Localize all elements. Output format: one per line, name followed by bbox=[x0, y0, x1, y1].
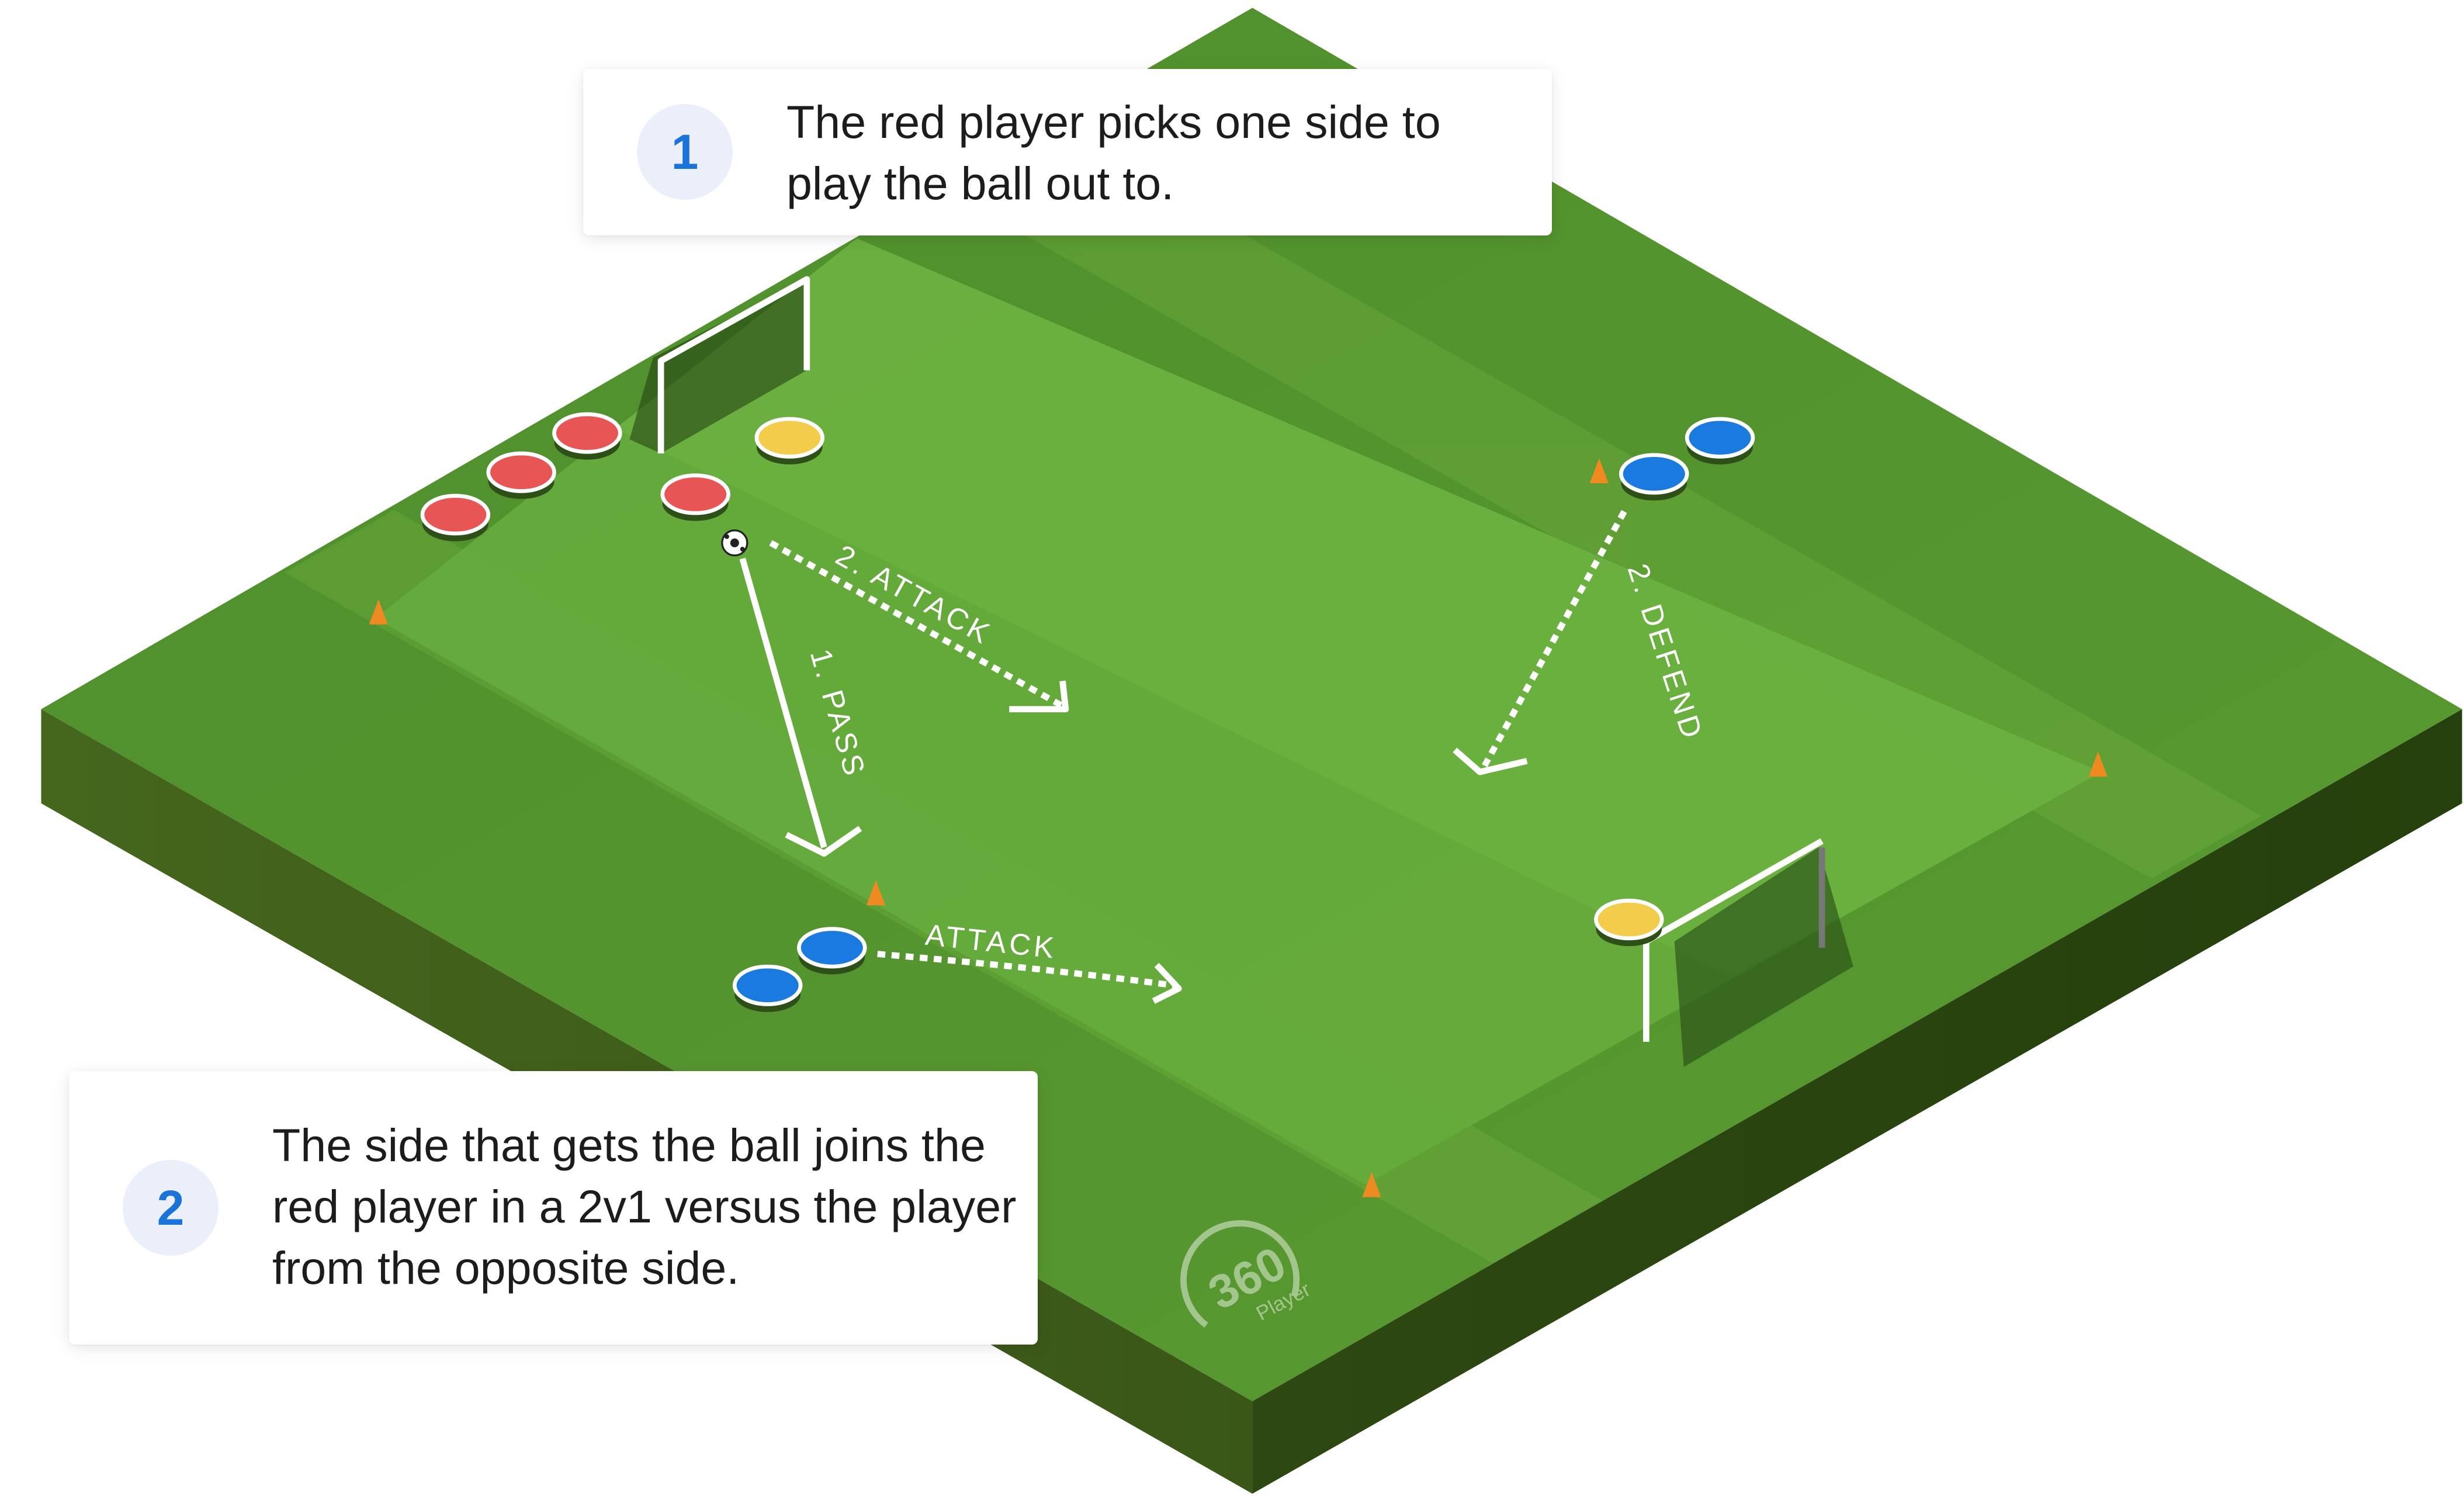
cone-icon bbox=[2088, 751, 2108, 777]
goal-top bbox=[629, 276, 810, 454]
player-yellow bbox=[1594, 898, 1664, 947]
player-blue bbox=[1619, 453, 1689, 501]
cone-icon bbox=[1362, 1172, 1381, 1197]
player-blue bbox=[797, 927, 867, 975]
callout-text-2: The side that gets the ball joins the re… bbox=[272, 1119, 1017, 1294]
callout-card-1: 1 The red player picks one side to play … bbox=[583, 69, 1552, 235]
players bbox=[420, 412, 1755, 1012]
player-red bbox=[486, 451, 556, 499]
cone-icon bbox=[369, 599, 388, 625]
cones bbox=[369, 458, 2108, 1197]
player-red bbox=[552, 412, 622, 460]
callout-text-1: The red player picks one side to play th… bbox=[786, 96, 1441, 209]
step-badge-1: 1 bbox=[637, 104, 733, 200]
player-red bbox=[420, 494, 491, 542]
callout-card-2: 2 The side that gets the ball joins the … bbox=[69, 1071, 1038, 1345]
cone-icon bbox=[1589, 458, 1609, 484]
cone-icon bbox=[866, 880, 886, 906]
player-yellow bbox=[754, 417, 825, 465]
ball-icon bbox=[721, 529, 748, 557]
defend-arrow bbox=[1482, 510, 1627, 767]
base-right-side bbox=[1252, 709, 2462, 1494]
player-blue bbox=[1685, 417, 1755, 465]
arrows bbox=[739, 510, 1627, 1004]
player-red bbox=[660, 473, 730, 521]
attack-bottom-arrow bbox=[877, 951, 1174, 989]
player-blue bbox=[732, 964, 803, 1012]
step-badge-2: 2 bbox=[123, 1160, 219, 1256]
pass-arrow bbox=[739, 557, 827, 848]
playing-area-stripe bbox=[615, 238, 2102, 978]
